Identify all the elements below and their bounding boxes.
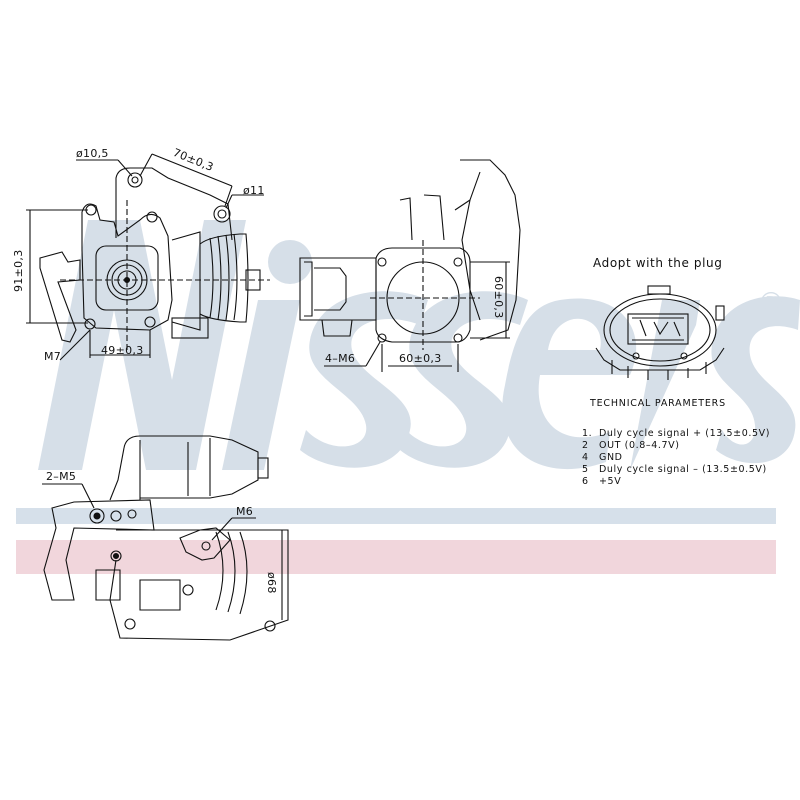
parameter-item: 2 OUT (0.8–4.7V)	[582, 440, 770, 452]
parameter-item: 6 +5V	[582, 476, 770, 488]
thread-m6-label: M6	[236, 505, 254, 518]
parameter-item: 4 GND	[582, 452, 770, 464]
parameter-item: 1. Duly cycle signal + (13.5±0.5V)	[582, 428, 770, 440]
technical-parameters-title: TECHNICAL PARAMETERS	[590, 398, 726, 409]
top-view-drawing	[42, 435, 289, 641]
parameter-text: GND	[599, 452, 623, 463]
dim-hole-diameter-10-5: ø10,5	[76, 147, 109, 160]
dim-hole-diameter-11: ø11	[243, 184, 265, 197]
dim-width-49: 49±0,3	[101, 344, 144, 357]
parameter-text: Duly cycle signal – (13.5±0.5V)	[599, 464, 767, 475]
parameter-number: 5	[582, 464, 589, 475]
plug-title: Adopt with the plug	[593, 256, 723, 270]
thread-4-m6-label: 4–M6	[325, 352, 356, 365]
technical-parameters-list: 1. Duly cycle signal + (13.5±0.5V) 2 OUT (…	[582, 428, 770, 488]
parameter-text: OUT (0.8–4.7V)	[599, 440, 680, 451]
registered-mark: ®	[757, 286, 785, 319]
plug-drawing	[595, 285, 725, 380]
parameter-text: +5V	[599, 476, 622, 487]
thread-2-m5-label: 2–M5	[46, 470, 77, 483]
parameter-number: 6	[582, 476, 589, 487]
dim-diameter-68: ø68	[265, 572, 278, 594]
parameter-number: 1.	[582, 428, 593, 439]
parameter-text: Duly cycle signal + (13.5±0.5V)	[599, 428, 771, 439]
dim-width-60: 60±0,3	[399, 352, 442, 365]
dim-height-60: 60±0,3	[492, 276, 505, 319]
side-view-drawing	[299, 159, 521, 372]
parameter-item: 5 Duly cycle signal – (13.5±0.5V)	[582, 464, 770, 476]
thread-m7-label: M7	[44, 350, 62, 363]
parameter-number: 2	[582, 440, 589, 451]
dim-height-91: 91±0,3	[12, 249, 25, 292]
front-view-drawing	[26, 153, 270, 361]
parameter-number: 4	[582, 452, 589, 463]
